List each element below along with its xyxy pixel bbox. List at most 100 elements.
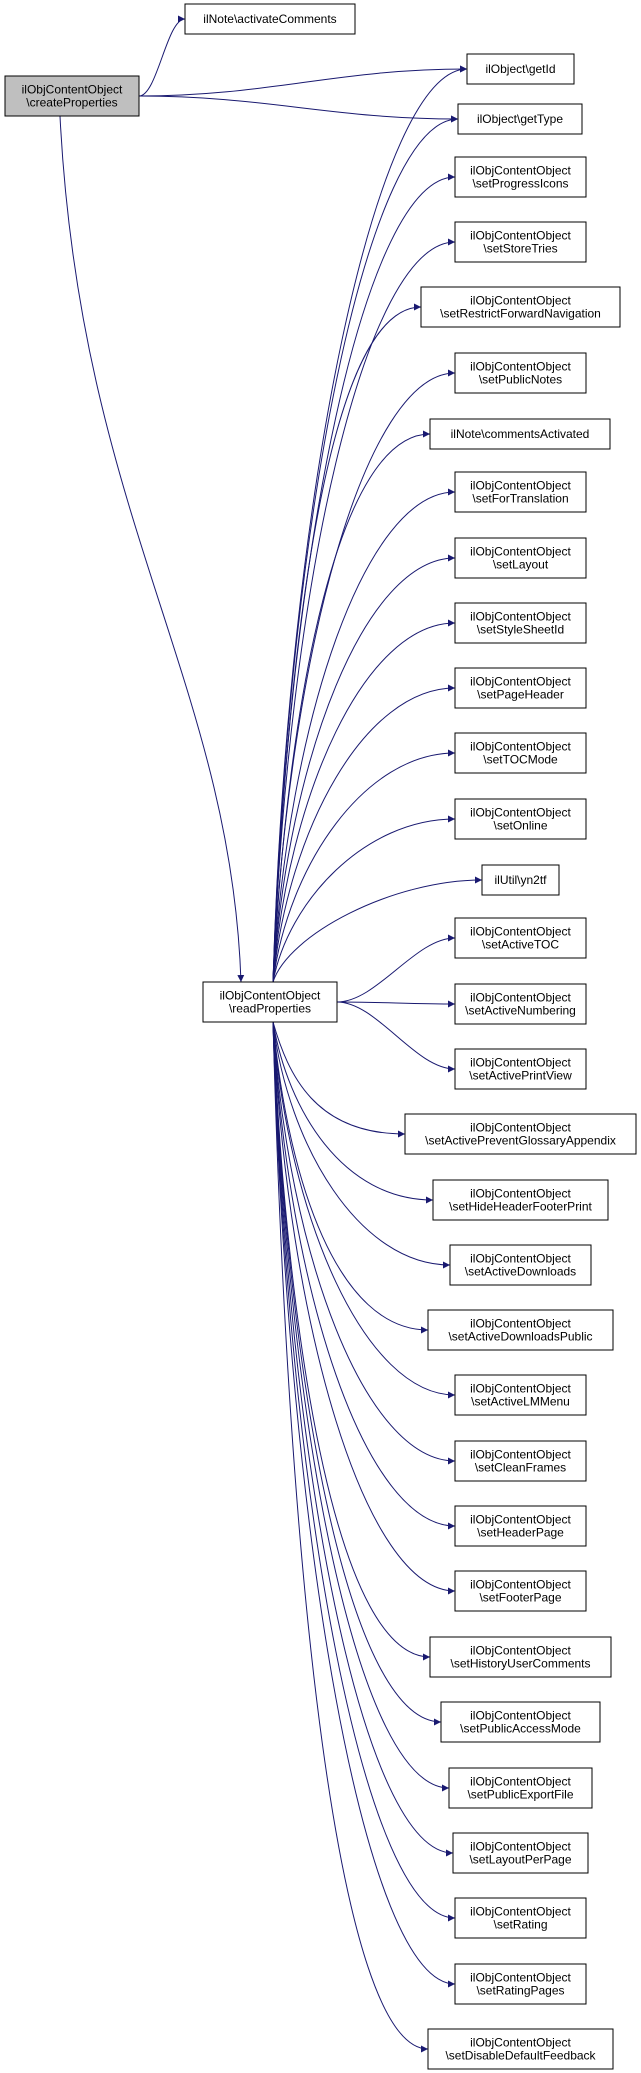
node-set-active-print-view[interactable]: ilObjContentObject\setActivePrintView: [454, 1048, 587, 1090]
edge-line: [272, 1021, 429, 1334]
edge-read-properties-to-set-hide-header-footer-print: [272, 1021, 434, 1204]
node-label-class: ilObjContentObject: [22, 83, 123, 97]
node-label-method: \setRestrictForwardNavigation: [440, 307, 601, 321]
node-label-class: ilObjContentObject: [470, 1121, 571, 1135]
node-read-properties[interactable]: ilObjContentObject\readProperties: [202, 981, 338, 1023]
node-label-method: \setStoreTries: [483, 242, 557, 256]
node-box: [454, 352, 587, 394]
node-set-active-lm-menu[interactable]: ilObjContentObject\setActiveLMMenu: [454, 1374, 587, 1416]
node-box: [481, 864, 560, 896]
edge-read-properties-to-set-history-user-comments: [272, 1021, 431, 1661]
node-box: [449, 1244, 592, 1286]
node-label-class: ilObjContentObject: [470, 1187, 571, 1201]
node-set-active-prevent-glossary-appendix[interactable]: ilObjContentObject\setActivePreventGloss…: [404, 1113, 637, 1155]
node-box: [440, 1701, 601, 1743]
edge-line: [272, 1021, 456, 1530]
edge-line: [272, 1021, 434, 1204]
node-create-properties[interactable]: ilObjContentObject\createProperties: [4, 75, 140, 117]
node-label-method: \setPublicAccessMode: [460, 1722, 581, 1736]
node-get-id[interactable]: ilObject\getId: [466, 53, 575, 85]
edge-read-properties-to-set-active-print-view: [336, 1001, 456, 1073]
node-set-progress-icons[interactable]: ilObjContentObject\setProgressIcons: [454, 156, 587, 198]
node-comments-activated[interactable]: ilNote\commentsActivated: [429, 418, 611, 450]
node-set-restrict-forward-navigation[interactable]: ilObjContentObject\setRestrictForwardNav…: [420, 286, 621, 328]
node-label-method: \setActiveDownloadsPublic: [448, 1330, 592, 1344]
edge-read-properties-to-set-store-tries: [272, 238, 456, 983]
edge-read-properties-to-set-active-downloads-public: [272, 1021, 429, 1334]
node-set-online[interactable]: ilObjContentObject\setOnline: [454, 798, 587, 840]
node-label-class: ilObjContentObject: [470, 1644, 571, 1658]
edge-line: [272, 619, 456, 983]
node-set-hide-header-footer-print[interactable]: ilObjContentObject\setHideHeaderFooterPr…: [432, 1179, 609, 1221]
node-set-toc-mode[interactable]: ilObjContentObject\setTOCMode: [454, 732, 587, 774]
edge-read-properties-to-set-header-page: [272, 1021, 456, 1530]
edge-read-properties-to-get-type: [272, 115, 459, 983]
edge-line: [336, 1001, 456, 1073]
edge-read-properties-to-set-style-sheet-id: [272, 619, 456, 983]
node-label-class: ilObjContentObject: [470, 1840, 571, 1854]
node-get-type[interactable]: ilObject\getType: [457, 103, 583, 135]
edge-read-properties-to-set-layout: [272, 554, 456, 983]
node-box: [454, 1374, 587, 1416]
node-box: [454, 1570, 587, 1612]
edge-read-properties-to-set-active-numbering: [336, 1000, 456, 1008]
node-label-class: ilObjContentObject: [470, 1252, 571, 1266]
node-set-layout-per-page[interactable]: ilObjContentObject\setLayoutPerPage: [452, 1832, 589, 1874]
node-box: [454, 221, 587, 263]
node-set-active-downloads[interactable]: ilObjContentObject\setActiveDownloads: [449, 1244, 592, 1286]
node-box: [454, 798, 587, 840]
node-label-method: \readProperties: [229, 1002, 311, 1016]
node-label-method: \setDisableDefaultFeedback: [445, 2049, 596, 2063]
node-set-header-page[interactable]: ilObjContentObject\setHeaderPage: [454, 1505, 587, 1547]
node-set-clean-frames[interactable]: ilObjContentObject\setCleanFrames: [454, 1440, 587, 1482]
node-set-public-export-file[interactable]: ilObjContentObject\setPublicExportFile: [448, 1767, 593, 1809]
edge-line: [272, 684, 456, 983]
node-set-rating-pages[interactable]: ilObjContentObject\setRatingPages: [454, 1963, 587, 2005]
node-box: [466, 53, 575, 85]
node-yn2tf[interactable]: ilUtil\yn2tf: [481, 864, 560, 896]
node-box: [454, 602, 587, 644]
node-label-method: \setPublicExportFile: [467, 1788, 573, 1802]
node-label-class: ilObjContentObject: [470, 164, 571, 178]
node-label-class: ilObjContentObject: [470, 1775, 571, 1789]
edge-create-properties-to-activate-comments: [138, 15, 186, 97]
node-set-for-translation[interactable]: ilObjContentObject\setForTranslation: [454, 471, 587, 513]
edge-read-properties-to-comments-activated: [272, 430, 431, 983]
node-label-method: \setProgressIcons: [472, 177, 568, 191]
node-box: [202, 981, 338, 1023]
node-set-store-tries[interactable]: ilObjContentObject\setStoreTries: [454, 221, 587, 263]
node-label-class: ilNote\commentsActivated: [451, 427, 590, 441]
node-activate-comments[interactable]: ilNote\activateComments: [184, 3, 356, 35]
node-set-public-notes[interactable]: ilObjContentObject\setPublicNotes: [454, 352, 587, 394]
edge-line: [272, 1021, 406, 1138]
nodes-layer: ilObjContentObject\createProperties ilNot…: [4, 3, 637, 2070]
edge-line: [272, 1021, 450, 1792]
node-label-class: ilObjContentObject: [470, 1056, 571, 1070]
node-set-history-user-comments[interactable]: ilObjContentObject\setHistoryUserComment…: [429, 1636, 612, 1678]
node-box: [454, 917, 587, 959]
node-set-public-access-mode[interactable]: ilObjContentObject\setPublicAccessMode: [440, 1701, 601, 1743]
node-label-method: \setCleanFrames: [475, 1461, 566, 1475]
node-set-active-numbering[interactable]: ilObjContentObject\setActiveNumbering: [454, 983, 587, 1025]
node-set-page-header[interactable]: ilObjContentObject\setPageHeader: [454, 667, 587, 709]
node-label-method: \setLayout: [493, 558, 549, 572]
node-set-style-sheet-id[interactable]: ilObjContentObject\setStyleSheetId: [454, 602, 587, 644]
edge-line: [272, 115, 459, 983]
edge-line: [272, 554, 456, 983]
edge-line: [336, 934, 456, 1003]
node-label-class: ilObjContentObject: [470, 360, 571, 374]
node-set-disable-default-feedback[interactable]: ilObjContentObject\setDisableDefaultFeed…: [427, 2028, 614, 2070]
node-label-class: ilObjContentObject: [470, 545, 571, 559]
node-set-layout[interactable]: ilObjContentObject\setLayout: [454, 537, 587, 579]
node-label-method: \setActiveNumbering: [465, 1004, 576, 1018]
node-set-active-downloads-public[interactable]: ilObjContentObject\setActiveDownloadsPub…: [427, 1309, 614, 1351]
node-box: [448, 1767, 593, 1809]
node-set-rating[interactable]: ilObjContentObject\setRating: [454, 1897, 587, 1939]
node-set-active-toc[interactable]: ilObjContentObject\setActiveTOC: [454, 917, 587, 959]
edge-create-properties-to-read-properties: [59, 115, 245, 983]
node-label-class: ilObject\getType: [477, 112, 563, 126]
node-set-footer-page[interactable]: ilObjContentObject\setFooterPage: [454, 1570, 587, 1612]
node-label-method: \setOnline: [493, 819, 547, 833]
edge-line: [59, 115, 245, 983]
node-label-class: ilObjContentObject: [470, 1513, 571, 1527]
